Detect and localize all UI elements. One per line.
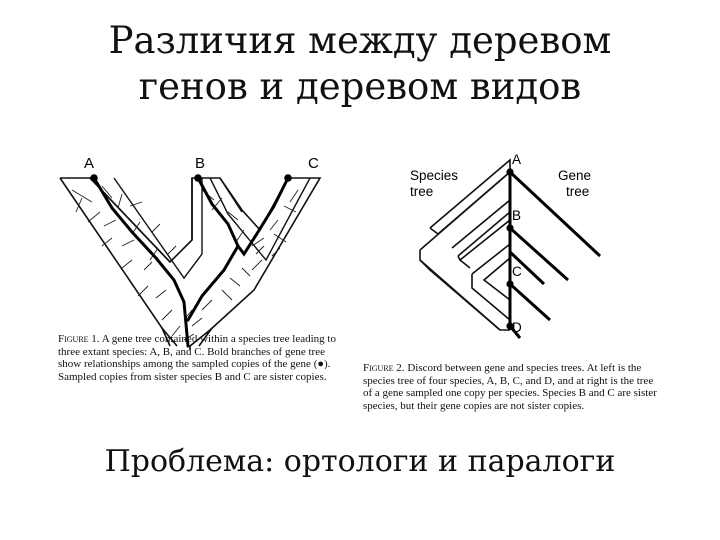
slide-title-line-1: Различия между деревом <box>108 19 612 62</box>
figure-1-caption-label: Figure 1. <box>58 333 100 345</box>
figure-2-label-c: C <box>512 264 522 279</box>
figure-2-gene-vs-species-tree: Species tree Gene tree A B C D <box>360 150 660 440</box>
figure-2-caption: Figure 2. Discord between gene and speci… <box>363 362 658 412</box>
figure-1-caption: Figure 1. A gene tree contained within a… <box>58 333 348 383</box>
figure-2-caption-text: Discord between gene and species trees. … <box>363 362 657 412</box>
figure-2-label-a: A <box>512 152 521 167</box>
sampled-gene-dot-b <box>506 224 514 232</box>
figure-2-diagram: Species tree Gene tree A B C D <box>410 152 602 339</box>
gene-tree-label-line-2: tree <box>566 184 589 199</box>
figure-2-label-d: D <box>512 320 522 335</box>
figure-2-caption-label: Figure 2. <box>363 362 405 374</box>
slide-title: Различия между деревом генов и деревом в… <box>0 18 720 110</box>
figure-1-label-c: C <box>308 155 319 172</box>
sampled-gene-dot-b <box>194 174 202 182</box>
figure-1-caption-text: A gene tree contained within a species t… <box>58 333 336 383</box>
figure-1-diagram: A B C <box>59 155 322 350</box>
sampled-gene-dot-c <box>284 174 292 182</box>
bottom-subtitle: Проблема: ортологи и паралоги <box>104 444 616 479</box>
gene-tree-label-line-1: Gene <box>558 168 591 183</box>
slide-title-line-2: генов и деревом видов <box>138 65 582 108</box>
figure-1-label-a: A <box>84 155 94 172</box>
sampled-gene-dot-a <box>506 168 514 176</box>
species-tree-label-line-1: Species <box>410 168 458 183</box>
sampled-gene-dot-d <box>506 322 514 330</box>
figure-1-label-b: B <box>195 155 205 172</box>
species-tree-label-line-2: tree <box>410 184 433 199</box>
sampled-gene-dot-c <box>506 280 514 288</box>
figure-1-gene-tree-in-species-tree: A B C <box>52 150 352 412</box>
sampled-gene-dot-a <box>90 174 98 182</box>
figure-2-label-b: B <box>512 208 521 223</box>
